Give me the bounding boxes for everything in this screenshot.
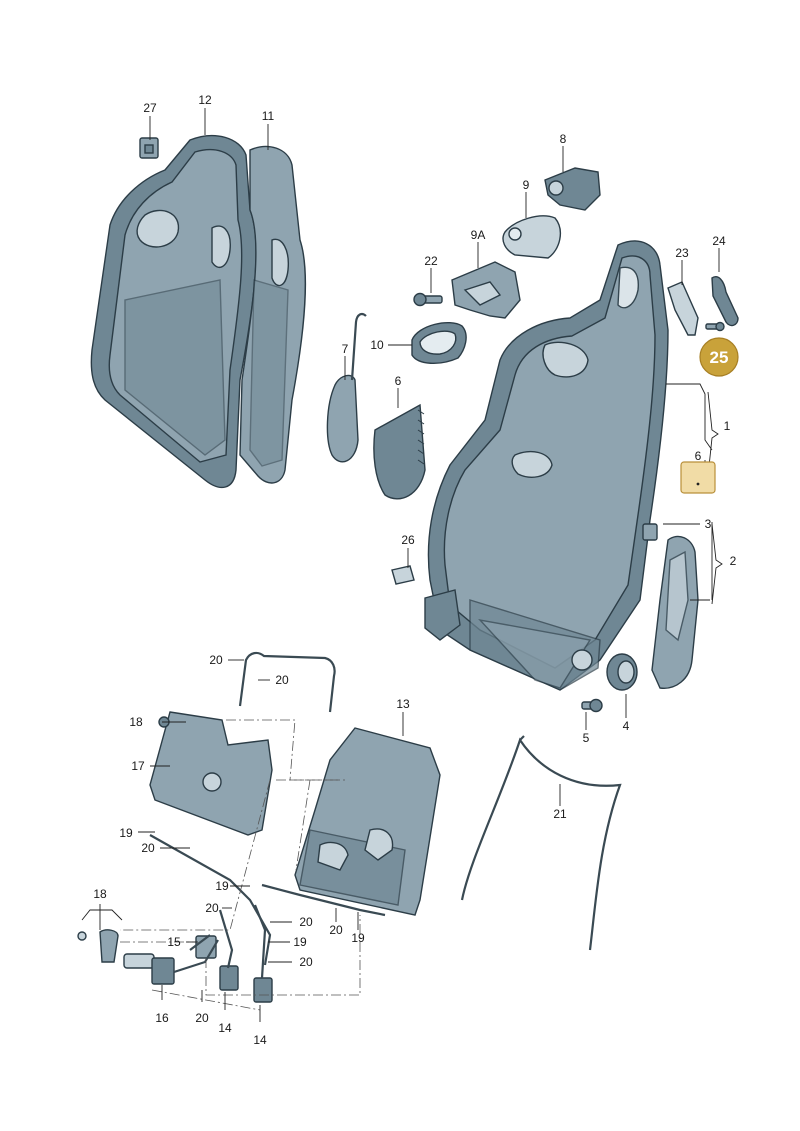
label-20-d[interactable]: 20 [205,901,219,915]
label-6-highlight[interactable]: 6 [695,449,702,463]
leader-lines [81,108,723,1022]
complete-seat-1 [424,240,669,691]
connectors-14 [219,965,273,1003]
label-25: 25 [710,348,729,367]
side-cover-2 [651,535,699,689]
label-24[interactable]: 24 [712,234,726,248]
label-9[interactable]: 9 [523,178,530,192]
label-18-a[interactable]: 18 [129,715,143,729]
label-13[interactable]: 13 [396,697,410,711]
harness-wires [149,834,386,979]
label-18-b[interactable]: 18 [93,887,107,901]
highlight-6[interactable] [680,461,716,494]
label-6-panel[interactable]: 6 [395,374,402,388]
seat-back-shell-12 [90,134,257,489]
label-12[interactable]: 12 [198,93,212,107]
label-11[interactable]: 11 [262,109,275,123]
clip-27 [139,137,159,159]
label-15[interactable]: 15 [167,935,181,949]
label-20-f[interactable]: 20 [329,923,343,937]
label-14-a[interactable]: 14 [218,1021,232,1035]
label-19-d[interactable]: 19 [351,931,365,945]
label-20-b[interactable]: 20 [275,673,289,687]
label-21[interactable]: 21 [553,807,567,821]
sensor-16 [123,953,175,985]
label-22[interactable]: 22 [424,254,438,268]
handle-cover-10 [411,322,467,364]
side-panel-6 [373,403,426,500]
side-trim-7 [326,312,367,463]
label-19-c[interactable]: 19 [293,935,307,949]
clip-3 [642,523,658,541]
screw-5 [581,698,603,713]
label-26[interactable]: 26 [401,533,415,547]
seat-cushion-13 [294,727,441,916]
trim-23 [667,281,699,336]
wire-frame-21 [460,735,622,951]
labels: 27 12 11 8 9 9A 22 10 7 6 23 24 1 6 3 2 … [93,93,736,1047]
trim-24 [711,276,739,327]
label-20-g[interactable]: 20 [299,955,313,969]
rod-20-top [238,651,336,713]
label-10[interactable]: 10 [370,338,384,352]
screw-22 [413,292,443,307]
bracket-9 [502,215,562,259]
label-19-a[interactable]: 19 [119,826,133,840]
seat-back-cover-11 [239,145,306,484]
label-16[interactable]: 16 [155,1011,169,1025]
screw-25 [705,321,725,332]
lever-8 [544,167,601,211]
label-20-c[interactable]: 20 [141,841,155,855]
label-20-h[interactable]: 20 [195,1011,209,1025]
label-8[interactable]: 8 [560,132,567,146]
label-1[interactable]: 1 [724,419,731,433]
label-19-b[interactable]: 19 [215,879,229,893]
assembly-lines [120,719,361,1011]
label-2[interactable]: 2 [730,554,737,568]
label-4[interactable]: 4 [623,719,630,733]
label-3[interactable]: 3 [705,517,712,531]
highlight-25[interactable]: 25 [699,337,739,377]
label-20-a[interactable]: 20 [209,653,223,667]
heating-pad-17 [149,711,273,836]
clamp-18 [99,929,119,963]
clip-26 [391,565,415,585]
bracket-9a [451,261,521,319]
label-7[interactable]: 7 [342,342,349,356]
label-23[interactable]: 23 [675,246,689,260]
label-27[interactable]: 27 [143,101,157,115]
label-9a[interactable]: 9A [471,228,486,242]
label-5[interactable]: 5 [583,731,590,745]
label-17[interactable]: 17 [131,759,145,773]
label-14-b[interactable]: 14 [253,1033,267,1047]
label-20-e[interactable]: 20 [299,915,313,929]
adjust-knob-4 [606,653,638,691]
